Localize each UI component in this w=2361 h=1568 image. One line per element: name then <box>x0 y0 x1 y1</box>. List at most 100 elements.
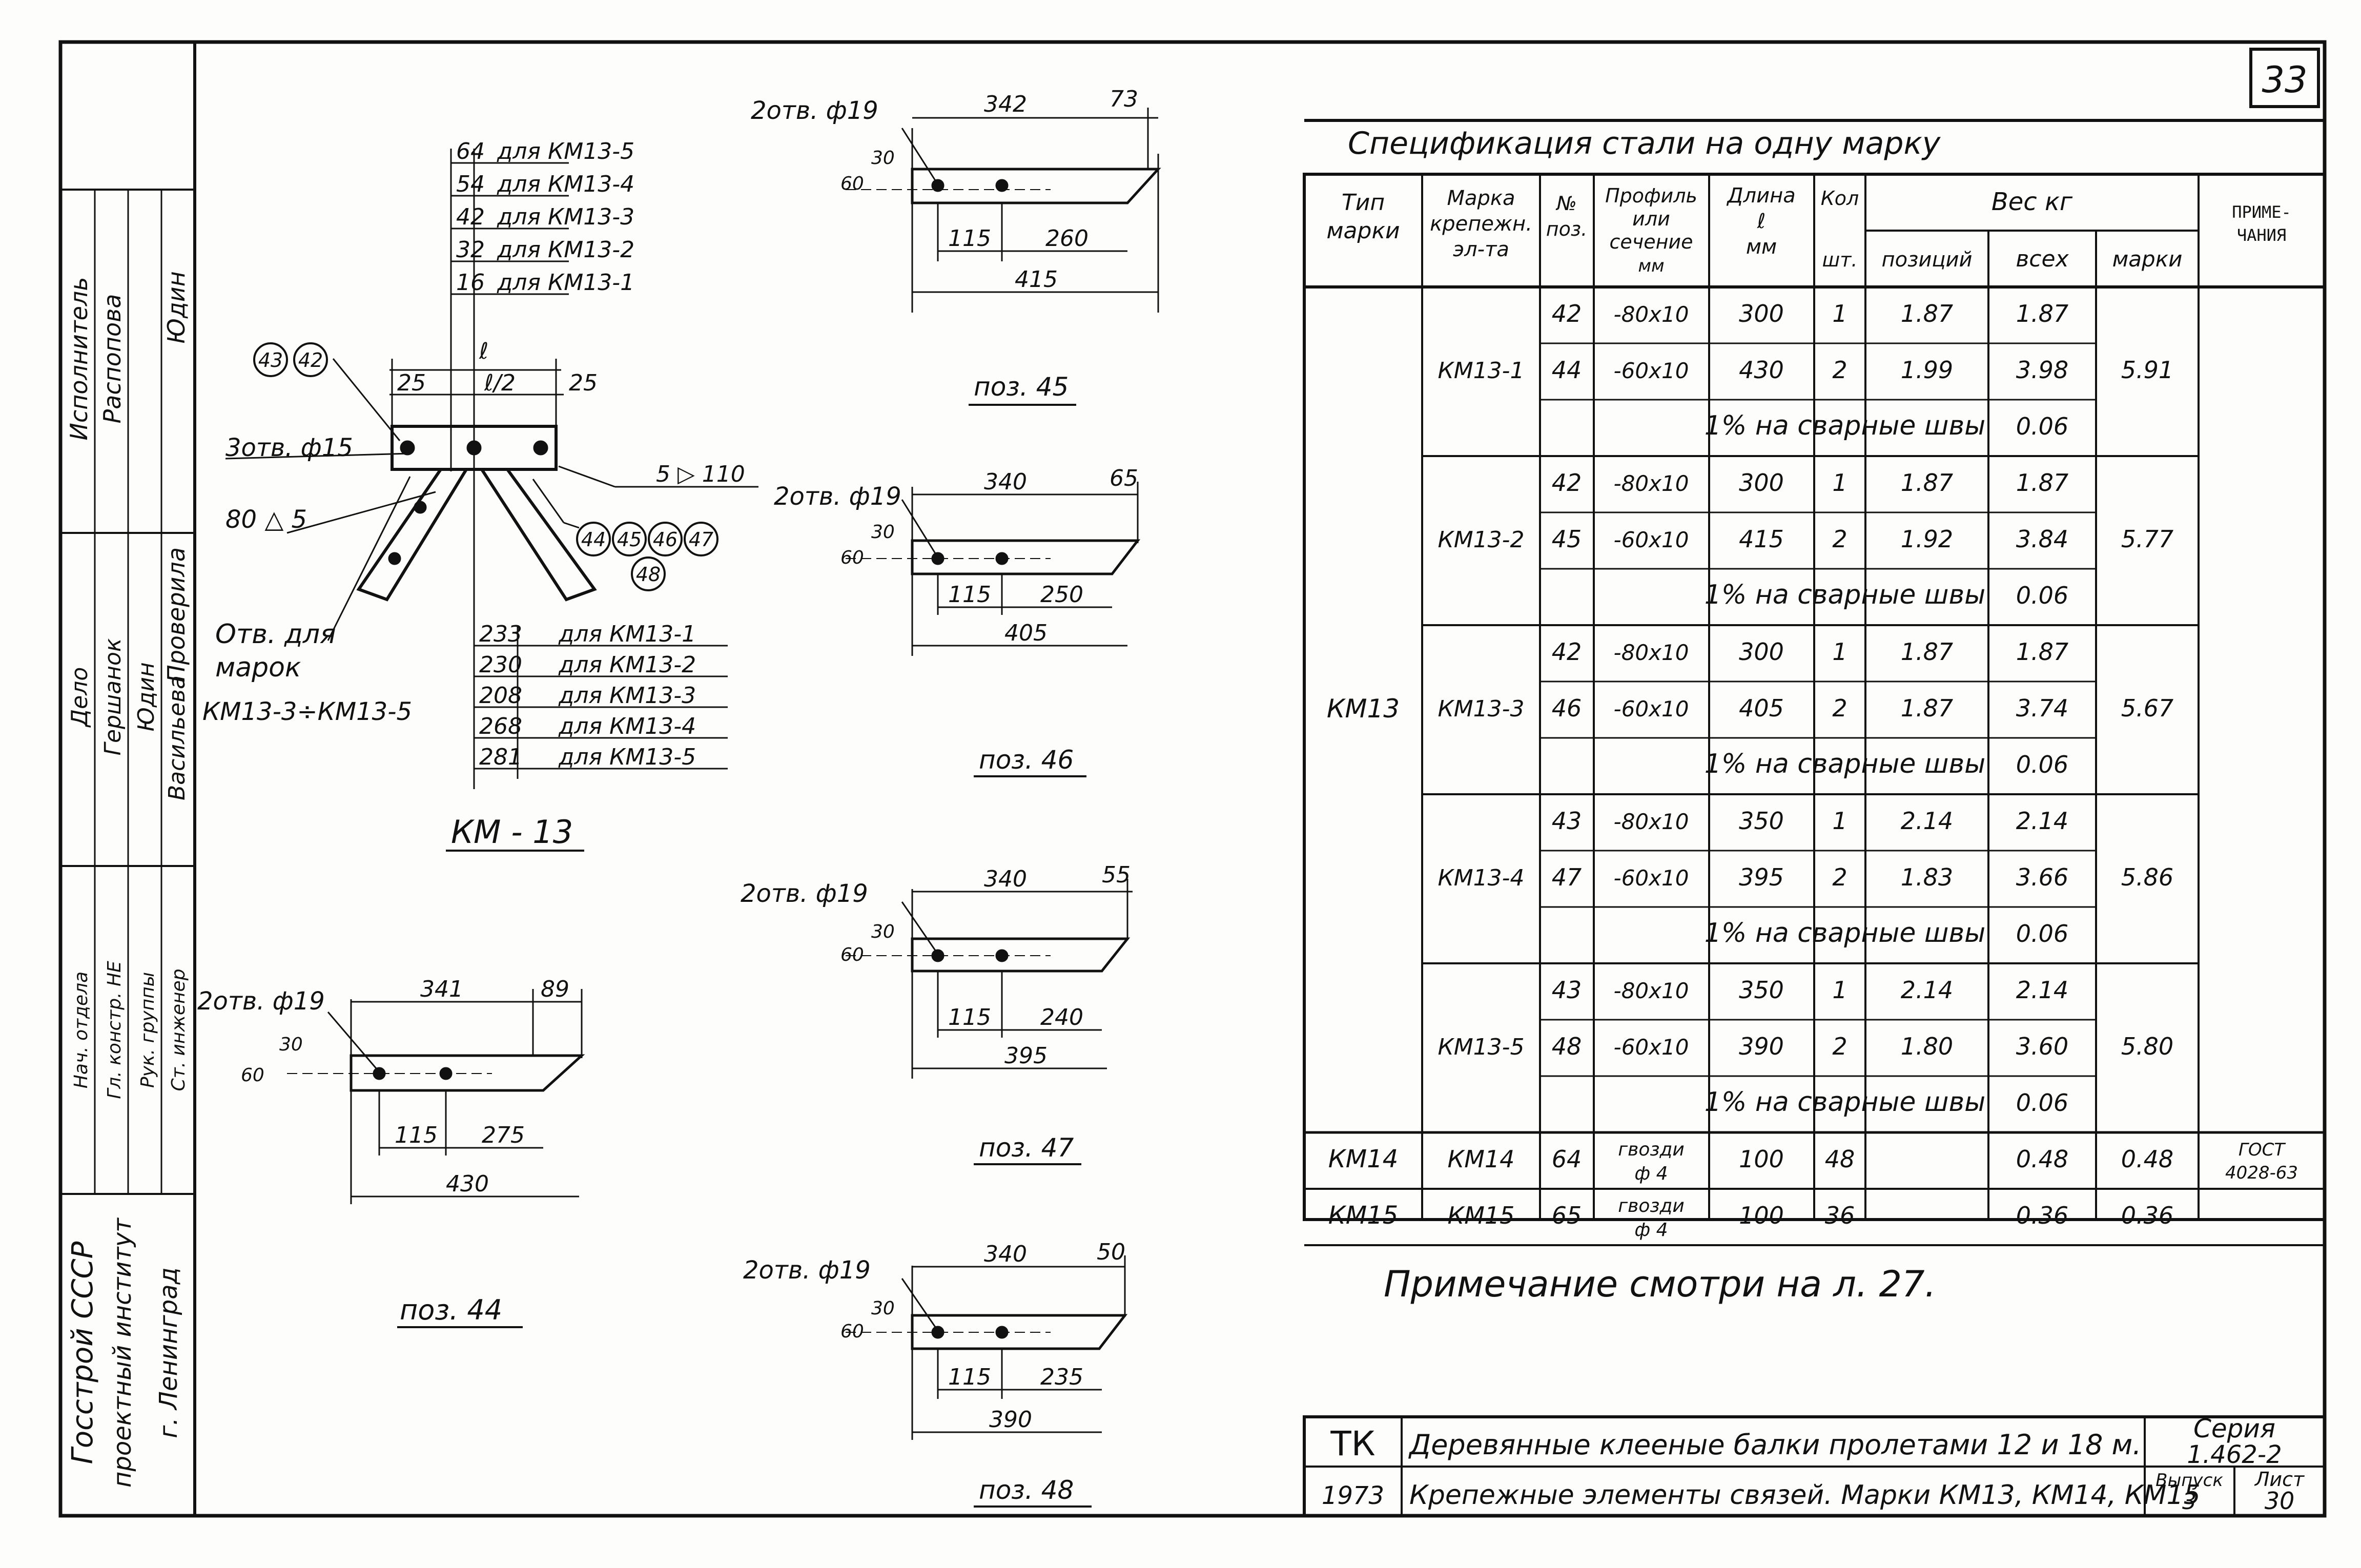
spec-cell-length: 100 <box>1739 1202 1784 1229</box>
spec-cell-mark: КМ13-1 <box>1438 358 1524 384</box>
spec-cell-pos: 42 <box>1552 469 1582 497</box>
spec-cell-profile: -80x10 <box>1614 978 1689 1003</box>
hdr-length-2: ℓ <box>1757 210 1766 233</box>
spec-cell-pos: 45 <box>1552 525 1582 553</box>
spec-cell-qty: 1 <box>1832 469 1847 497</box>
spec-cell-mark: КМ13-5 <box>1438 1034 1524 1060</box>
spec-cell-weight-all: 1.87 <box>2016 469 2068 497</box>
spec-cell-profile: -60x10 <box>1614 1035 1689 1060</box>
spec-cell-weight-pos: 1.87 <box>1901 638 1953 666</box>
hdr-note-2: ЧАНИЯ <box>2237 225 2286 245</box>
spec-cell-weight-pos: 1.99 <box>1901 356 1953 384</box>
spec-cell-qty: 2 <box>1832 694 1847 722</box>
spec-cell-qty: 1 <box>1832 638 1847 666</box>
spec-cell-mark: КМ14 <box>1448 1145 1515 1173</box>
km13-top-dim-5-label: для КМ13-1 <box>497 270 634 296</box>
detail-46-h30: 30 <box>871 522 895 543</box>
spec-cell-length: 350 <box>1739 976 1784 1004</box>
spec-cell-weight-mark: 5.91 <box>2121 356 2173 384</box>
spec-cell-pos: 47 <box>1552 863 1582 891</box>
spec-cell-profile: ф 4 <box>1634 1163 1668 1184</box>
spec-cell-pos: 65 <box>1552 1202 1582 1229</box>
spec-cell-weight-mark: 0.48 <box>2121 1145 2173 1173</box>
stamp-executor: Исполнитель <box>65 277 93 441</box>
detail-48-total: 390 <box>989 1407 1032 1433</box>
km13-top-dim-5-value: 16 <box>456 270 485 296</box>
detail-45-b: 260 <box>1045 225 1089 252</box>
detail-46-top: 340 <box>984 469 1027 495</box>
hdr-pos-1: № <box>1555 192 1577 215</box>
detail-45-caption: поз. 45 <box>974 372 1069 402</box>
hdr-weight-pos: позиций <box>1881 248 1972 272</box>
detail-44-h60: 60 <box>241 1065 264 1086</box>
spec-cell-length: 300 <box>1739 469 1784 497</box>
spec-cell-weight-all: 2.14 <box>2016 976 2068 1004</box>
position-bubbles <box>253 342 718 591</box>
spec-cell-weight-pos: 1.83 <box>1901 863 1953 891</box>
spec-cell-length: 430 <box>1739 356 1784 384</box>
spec-cell-weld-value: 0.06 <box>2016 412 2068 440</box>
spec-cell-qty: 1 <box>1832 976 1847 1004</box>
spec-cell-profile: -80x10 <box>1614 809 1689 834</box>
km13-title: КМ - 13 <box>451 813 573 851</box>
sheet-number-box <box>2249 48 2320 108</box>
bubble-46: 46 <box>653 528 677 551</box>
spec-cell-note: 4028-63 <box>2225 1163 2298 1183</box>
stamp-role-4: Ст. инженер <box>168 968 189 1091</box>
spec-cell-weight-all: 0.36 <box>2016 1202 2068 1229</box>
spec-cell-weld-value: 0.06 <box>2016 582 2068 609</box>
left-stamp: Исполнитель Проверила Распопова Юдин Дел… <box>60 189 195 1488</box>
bubble-44: 44 <box>581 528 606 551</box>
spec-cell-note: ГОСТ <box>2239 1140 2286 1160</box>
hdr-mark-2: крепежн. <box>1430 212 1532 236</box>
detail-45-holes: 2отв. ф19 <box>751 96 878 125</box>
spec-cell-weld-label: 1% на сварные швы <box>1705 1087 1985 1118</box>
detail-44-a: 115 <box>395 1122 438 1148</box>
title-sheet-label: Лист <box>2254 1468 2305 1491</box>
spec-cell-length: 415 <box>1739 525 1784 553</box>
spec-cell-qty: 2 <box>1832 863 1847 891</box>
detail-44-holes: 2отв. ф19 <box>197 987 325 1016</box>
weld-5-label: 5 ▷ 110 <box>656 461 745 487</box>
detail-46-h60: 60 <box>840 547 864 568</box>
spec-cell-profile: ф 4 <box>1634 1220 1668 1241</box>
hdr-weight-mark: марки <box>2112 246 2183 272</box>
dim-25-left: 25 <box>397 370 426 396</box>
holes-note-3: КМ13-3÷КМ13-5 <box>202 697 412 726</box>
spec-cell-length: 350 <box>1739 807 1784 835</box>
spec-cell-weight-all: 2.14 <box>2016 807 2068 835</box>
km13-bottom-dim-3-label: для КМ13-3 <box>558 683 696 709</box>
title-sheet: 30 <box>2265 1487 2295 1515</box>
spec-cell-pos: 42 <box>1552 638 1582 666</box>
sheet-number: 33 <box>2262 59 2307 101</box>
spec-cell-weld-label: 1% на сварные швы <box>1705 580 1985 610</box>
spec-cell-weld-value: 0.06 <box>2016 751 2068 778</box>
dim-l-half: ℓ/2 <box>484 370 516 396</box>
spec-cell-weight-all: 3.98 <box>2016 356 2068 384</box>
km13-bottom-dim-5-label: для КМ13-5 <box>558 744 696 770</box>
spec-cell-weight-all: 1.87 <box>2016 638 2068 666</box>
spec-cell-profile: гвозди <box>1618 1139 1685 1160</box>
hdr-profile-2: или <box>1632 208 1670 230</box>
hdr-note-1: ПРИМЕ- <box>2232 202 2291 222</box>
spec-cell-weld-value: 0.06 <box>2016 920 2068 947</box>
spec-cell-pos: 42 <box>1552 300 1582 327</box>
hdr-type-1: Тип <box>1342 190 1385 216</box>
spec-cell-profile: -60x10 <box>1614 865 1689 891</box>
detail-44-tip: 89 <box>541 976 569 1002</box>
bubble-48: 48 <box>636 563 661 586</box>
holes-note-1: Отв. для <box>215 619 336 650</box>
dim-l: ℓ <box>479 338 488 364</box>
spec-cell-weight-mark: 5.67 <box>2121 694 2173 722</box>
hdr-weight-all: всех <box>2016 246 2069 272</box>
spec-cell-weight-all: 1.87 <box>2016 300 2068 327</box>
title-issue-label: Выпуск <box>2155 1470 2223 1491</box>
stamp-name-4: Гершанок <box>100 638 126 755</box>
bubble-43: 43 <box>258 349 283 372</box>
detail-45-h30: 30 <box>871 148 895 169</box>
spec-cell-length: 300 <box>1739 300 1784 327</box>
detail-48-tip: 50 <box>1097 1239 1125 1265</box>
spec-cell-weight-pos: 1.80 <box>1901 1033 1953 1060</box>
stamp-role-2: Гл. констр. НЕ <box>104 961 125 1099</box>
km13-top-dim-2-label: для КМ13-4 <box>497 171 634 197</box>
